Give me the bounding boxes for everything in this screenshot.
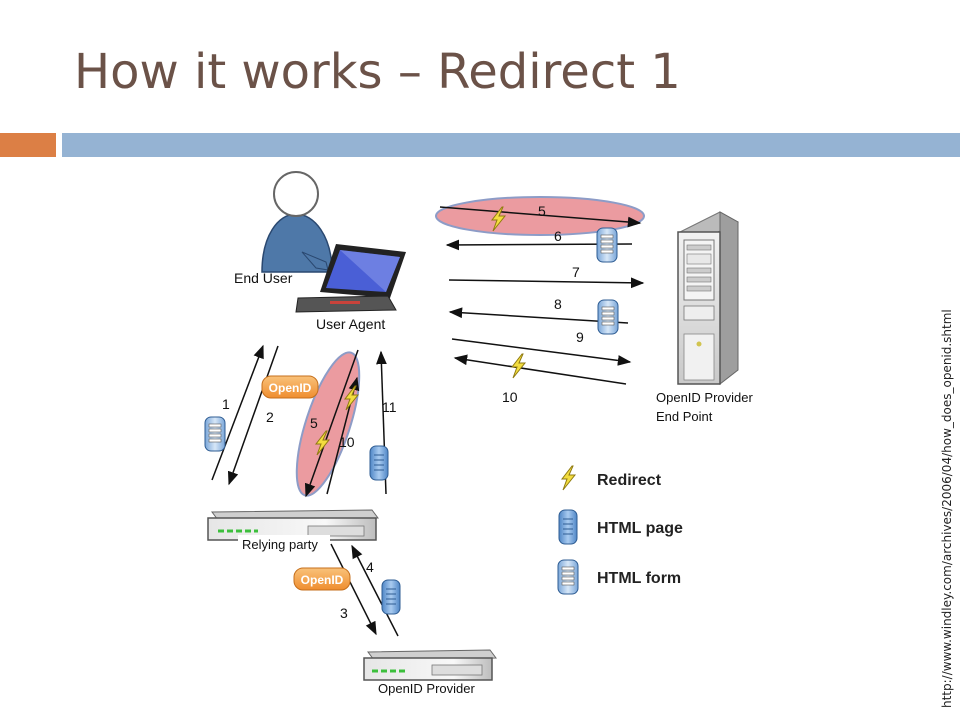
step-3: 3 [340, 605, 348, 621]
step-5-mid: 5 [310, 415, 318, 431]
relying-party-server [207, 509, 379, 541]
svg-text:OpenID: OpenID [301, 573, 344, 587]
accent-bar-blue [62, 133, 960, 157]
redirect-icon-step10-top [511, 353, 526, 379]
laptop-icon [295, 244, 406, 313]
relying-party-label: Relying party [242, 537, 318, 552]
openid-badge-lower: OpenID [293, 567, 351, 591]
html-page-icon-step4 [381, 579, 401, 615]
legend-html-page-label: HTML page [597, 520, 683, 537]
highlight-ellipse-top [435, 196, 645, 236]
step-8: 8 [554, 296, 562, 312]
step-11: 11 [382, 399, 397, 415]
end-user-figure [261, 171, 333, 273]
endpoint-label-line1: OpenID Provider [656, 390, 753, 405]
html-form-icon-step6 [596, 227, 618, 263]
html-page-icon-step11 [369, 445, 389, 481]
provider-endpoint-server [677, 211, 740, 386]
relying-party-label-bg [238, 535, 330, 553]
step-2: 2 [266, 409, 274, 425]
step-5-top: 5 [538, 203, 546, 219]
legend-html-form-label: HTML form [597, 570, 681, 587]
legend-redirect-icon [561, 465, 576, 491]
step-9: 9 [576, 329, 584, 345]
endpoint-label-line2: End Point [656, 409, 713, 424]
step-6: 6 [554, 228, 562, 244]
legend-redirect-label: Redirect [597, 472, 662, 489]
svg-text:OpenID: OpenID [269, 381, 312, 395]
step-10-mid: 10 [339, 434, 355, 450]
step-7: 7 [572, 264, 580, 280]
openid-provider-label: OpenID Provider [378, 681, 475, 696]
legend-html-form-icon [557, 559, 579, 595]
step-4: 4 [366, 559, 374, 575]
openid-provider-server [363, 649, 497, 681]
openid-badge-upper: OpenID [261, 375, 319, 399]
slide-title: How it works – Redirect 1 [74, 44, 681, 100]
legend-html-page-icon [558, 509, 578, 545]
step-10-top: 10 [502, 389, 518, 405]
legend: Redirect HTML page HTML form [557, 465, 683, 595]
end-user-label: End User [234, 270, 293, 286]
html-form-icon-step8 [597, 299, 619, 335]
accent-bar-orange [0, 133, 56, 157]
step-1: 1 [222, 396, 230, 412]
highlight-ellipse-left [295, 351, 361, 497]
user-agent-label: User Agent [316, 316, 385, 332]
html-form-icon-step1 [204, 416, 226, 452]
